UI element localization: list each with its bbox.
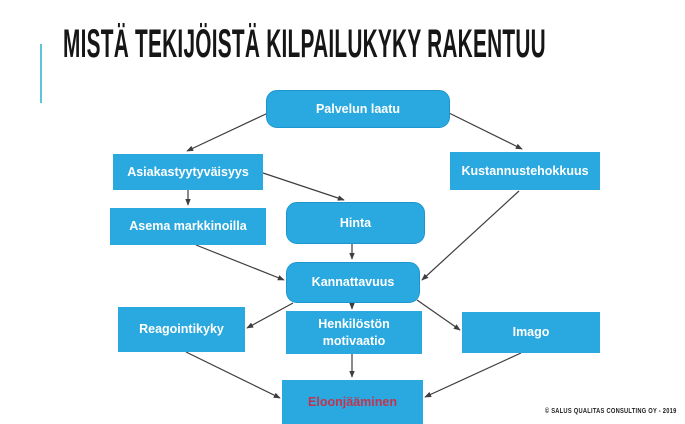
- node-kustannustehokkuus: Kustannustehokkuus: [450, 152, 600, 190]
- edge-palvelunlaatu-kustannustehokkuus: [448, 112, 523, 150]
- edge-kannattavuus-imago: [416, 299, 461, 331]
- edge-reagointikyky-eloonjaaminen: [185, 351, 281, 399]
- node-label: Hinta: [339, 215, 372, 230]
- node-label: Kannattavuus: [311, 275, 395, 290]
- node-label: Asiakastyytyväisyys: [127, 164, 249, 179]
- node-reagointikyky: Reagointikyky: [118, 307, 245, 352]
- edge-asemamarkkinoilla-kannattavuus: [195, 244, 285, 281]
- node-label: Asema markkinoilla: [129, 219, 247, 234]
- node-kannattavuus: Kannattavuus: [286, 262, 420, 303]
- node-label: Reagointikyky: [139, 322, 224, 337]
- node-label: Palvelun laatu: [315, 101, 401, 116]
- node-label: Imago: [512, 325, 550, 340]
- node-label: Eloonjääminen: [308, 394, 397, 409]
- node-palvelun-laatu: Palvelun laatu: [266, 90, 450, 128]
- node-asiakastyytyvaisyys: Asiakastyytyväisyys: [113, 154, 263, 190]
- edge-imago-eloonjaaminen: [424, 352, 522, 398]
- node-hinta: Hinta: [286, 202, 425, 244]
- edge-palvelunlaatu-asiakastyytyvaisyys: [186, 112, 269, 152]
- edge-kustannustehokkuus-kannattavuus: [421, 190, 520, 281]
- edge-asiakastyytyvaisyys-hinta: [262, 172, 345, 201]
- node-label: Kustannustehokkuus: [461, 163, 589, 178]
- footer-credit: © SALUS QUALITAS CONSULTING OY - 2019: [545, 408, 677, 415]
- node-henkiloston-motivaatio: Henkilöstön motivaatio: [286, 311, 422, 354]
- node-label: Henkilöstön motivaatio: [318, 317, 390, 348]
- node-imago: Imago: [462, 312, 600, 353]
- node-eloonjaaminen: Eloonjääminen: [282, 380, 423, 424]
- node-asema-markkinoilla: Asema markkinoilla: [110, 208, 266, 245]
- accent-bar: [40, 44, 42, 103]
- page-title: MISTÄ TEKIJÖISTÄ KILPAILUKYKY RAKENTUU: [63, 22, 546, 66]
